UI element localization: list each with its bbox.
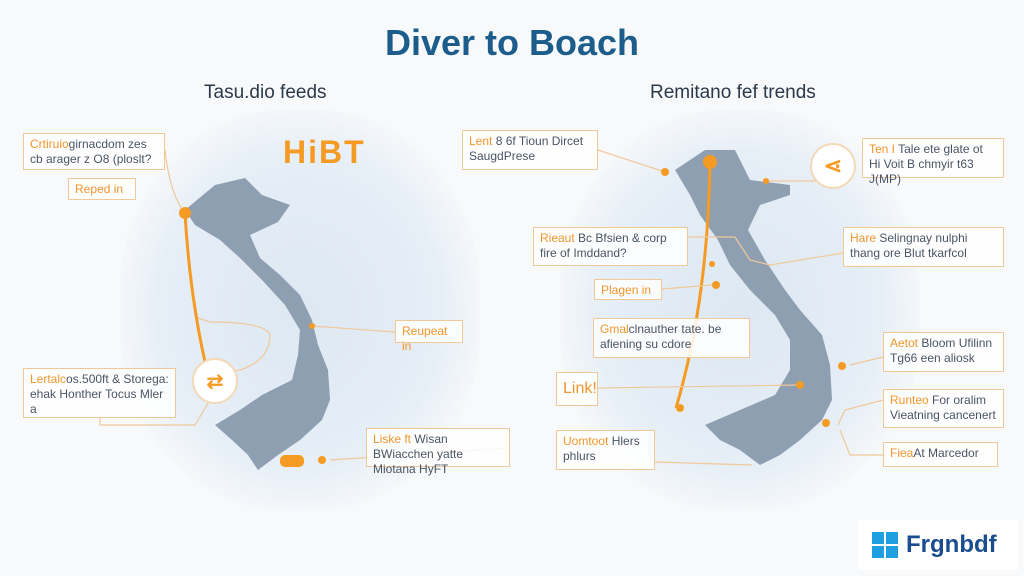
exchange-icon: ⇄: [192, 358, 238, 404]
right-subtitle: Remitano fef trends: [650, 82, 816, 103]
share-icon: ⋖: [810, 143, 856, 189]
callout-box: Lertalcos.500ft & Storega: ehak Honther …: [23, 368, 176, 418]
callout-box: Gmalclnauther tate. be afiening su cdore: [593, 318, 750, 358]
callout-box: FieaAt Marcedor: [883, 442, 998, 467]
callout-box: Uomtoot Hlers phlurs: [556, 430, 655, 470]
right-map: [675, 150, 832, 465]
left-subtitle: Tasu.dio feeds: [204, 82, 327, 103]
callout-box: Aetot Bloom Ufilinn Tg66 een aliosk: [883, 332, 1004, 372]
windows-icon: [872, 532, 898, 558]
callout-box: Reupeat in: [395, 320, 463, 353]
left-map: [185, 178, 330, 470]
callout-box: Crtiruiogirnacdom zes cb arager z O8 (pl…: [23, 133, 165, 170]
hibt-logo: HiBT: [283, 134, 366, 170]
callout-box: Rieaut Bc Bfsien & corp fire of Imddand?: [533, 227, 688, 266]
brand-name: Frgnbdf: [906, 531, 997, 558]
callout-box: Liske ft Wisan BWiacchen yatte Miotana H…: [366, 428, 510, 476]
callout-box: Reped in: [68, 178, 136, 200]
page-title: Diver to Boach: [384, 22, 640, 63]
callout-box: Plagen in: [594, 279, 662, 300]
callout-box: Link!: [556, 372, 598, 406]
brand-logo: Frgnbdf: [858, 520, 1018, 570]
callout-box: Lent 8 6f Tioun Dircet SaugdPrese: [462, 130, 598, 170]
callout-box: Hare Selingnay nulphi thang ore Blut tka…: [843, 227, 1004, 267]
callout-box: Runteo For oralim Vieatning cancenert: [883, 389, 1004, 428]
callout-box: Ten I Tale ete glate ot Hi Voit B chmyir…: [862, 138, 1004, 186]
